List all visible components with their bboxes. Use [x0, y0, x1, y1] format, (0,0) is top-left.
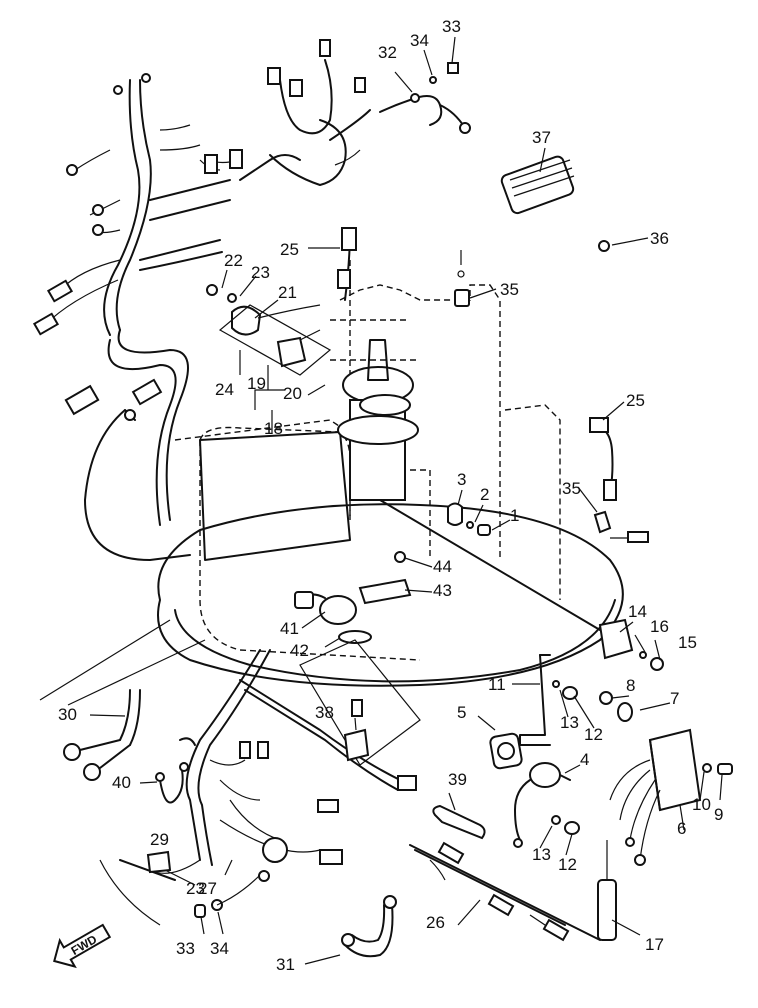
small-hardware	[551, 651, 733, 835]
part-26-harness	[409, 841, 601, 942]
fwd-arrow-icon: FWD	[53, 923, 112, 969]
leader-lines	[89, 36, 723, 965]
callout-43: 43	[433, 581, 452, 600]
part-5-holder	[489, 732, 523, 770]
callout-32: 32	[378, 43, 397, 62]
callout-39: 39	[448, 770, 467, 789]
callout-22: 22	[224, 251, 243, 270]
callout-30: 30	[58, 705, 77, 724]
callout-41: 41	[280, 619, 299, 638]
part-35-top	[454, 250, 470, 307]
callout-44: 44	[433, 557, 452, 576]
callout-12a: 12	[584, 725, 603, 744]
callout-34a: 34	[410, 31, 429, 50]
part-17-coil	[597, 840, 617, 941]
part-32-34-lead	[379, 62, 471, 134]
part-33-34-lower	[194, 870, 270, 918]
bottom-cowling	[39, 503, 624, 706]
callout-26: 26	[426, 913, 445, 932]
callout-23b: 23	[186, 879, 205, 898]
callout-13b: 13	[532, 845, 551, 864]
part-4-relay	[513, 762, 571, 848]
part-37-spring	[500, 155, 575, 215]
callout-35b: 35	[562, 479, 581, 498]
part-40-lead	[155, 762, 189, 804]
callout-34b: 34	[210, 939, 229, 958]
cdi-cover-box	[174, 419, 361, 561]
callout-35a: 35	[500, 280, 519, 299]
callout-27: 27	[198, 879, 217, 898]
part-41-44-group	[294, 551, 412, 644]
callout-6: 6	[677, 819, 686, 838]
starter-motor	[337, 339, 419, 501]
wire-harness-upper	[267, 39, 371, 186]
callout-29: 29	[150, 830, 169, 849]
part-36-clip	[598, 240, 610, 252]
callout-21: 21	[278, 283, 297, 302]
callout-11: 11	[488, 675, 506, 694]
callout-25a: 25	[280, 240, 299, 259]
callout-37: 37	[532, 128, 551, 147]
callout-5: 5	[457, 703, 466, 722]
part-38-box	[299, 639, 421, 766]
callout-33b: 33	[176, 939, 195, 958]
callout-10: 10	[692, 795, 711, 814]
callout-42: 42	[290, 641, 309, 660]
callout-38: 38	[315, 703, 334, 722]
part-25-sensor-top	[337, 227, 357, 301]
callout-31: 31	[276, 955, 295, 974]
callout-40: 40	[112, 773, 131, 792]
part-39-grommet	[432, 804, 486, 840]
callout-36: 36	[650, 229, 669, 248]
callout-33a: 33	[442, 17, 461, 36]
callout-labels: 1 2 3 4 5 6 7 8 9 10 11 12 12 13 13 14 1…	[58, 17, 723, 974]
callout-25b: 25	[626, 391, 645, 410]
part-11-bracket	[519, 654, 551, 746]
callout-18: 18	[264, 419, 283, 438]
part-1-3-group	[447, 502, 491, 536]
callout-20: 20	[283, 384, 302, 403]
callout-24: 24	[215, 380, 234, 399]
part-6-rectifier	[609, 728, 702, 866]
callout-3: 3	[457, 470, 466, 489]
wire-harness-main	[32, 73, 301, 336]
part-25-sensor-right	[589, 417, 617, 501]
part-35-right	[593, 510, 649, 543]
callout-23a: 23	[251, 263, 270, 282]
part-29-clip	[146, 850, 172, 874]
lower-harness	[99, 649, 417, 926]
part-21-24-relay	[206, 284, 332, 376]
callout-19: 19	[247, 374, 266, 393]
battery-cable	[64, 329, 191, 561]
callout-13a: 13	[560, 713, 579, 732]
callout-1: 1	[510, 506, 519, 525]
callout-4: 4	[580, 750, 589, 769]
callout-2: 2	[480, 485, 489, 504]
part-31-lead	[341, 895, 397, 958]
callout-8: 8	[626, 676, 635, 695]
callout-9: 9	[714, 805, 723, 824]
callout-17: 17	[645, 935, 664, 954]
callout-7: 7	[670, 689, 679, 708]
callout-14: 14	[628, 602, 647, 621]
callout-16: 16	[650, 617, 669, 636]
part-30-cable	[63, 689, 141, 781]
callout-15: 15	[678, 633, 697, 652]
callout-12b: 12	[558, 855, 577, 874]
